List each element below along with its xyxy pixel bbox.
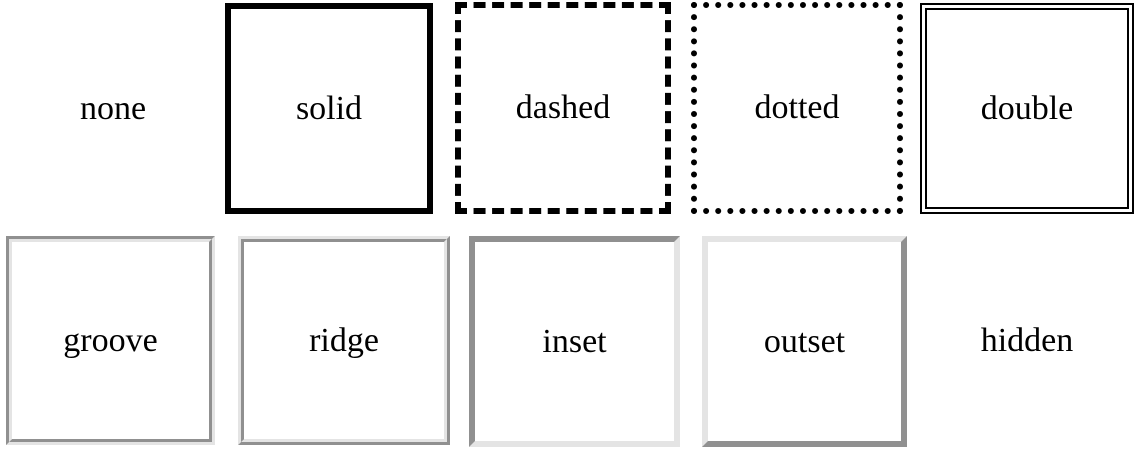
border-style-label-ridge: ridge: [309, 321, 379, 359]
border-box-double: double: [920, 3, 1134, 214]
border-box-inset: inset: [469, 236, 680, 447]
border-box-hidden: hidden: [920, 236, 1134, 446]
border-box-solid: solid: [225, 3, 433, 214]
border-style-label-none: none: [79, 89, 147, 127]
border-box-none: none: [8, 3, 218, 214]
border-box-dotted: dotted: [691, 2, 903, 214]
border-style-label-inset: inset: [542, 322, 607, 360]
border-style-label-dashed: dashed: [515, 89, 611, 126]
border-style-label-hidden: hidden: [980, 322, 1074, 359]
border-box-ridge: ridge: [238, 236, 450, 445]
border-style-label-groove: groove: [63, 321, 158, 359]
border-box-outset: outset: [702, 236, 907, 447]
border-style-label-dotted: dotted: [754, 89, 840, 126]
border-style-label-solid: solid: [295, 89, 363, 127]
border-box-groove: groove: [6, 236, 215, 445]
border-style-label-double: double: [980, 89, 1074, 127]
border-box-dashed: dashed: [455, 2, 671, 214]
border-style-label-outset: outset: [763, 322, 846, 360]
